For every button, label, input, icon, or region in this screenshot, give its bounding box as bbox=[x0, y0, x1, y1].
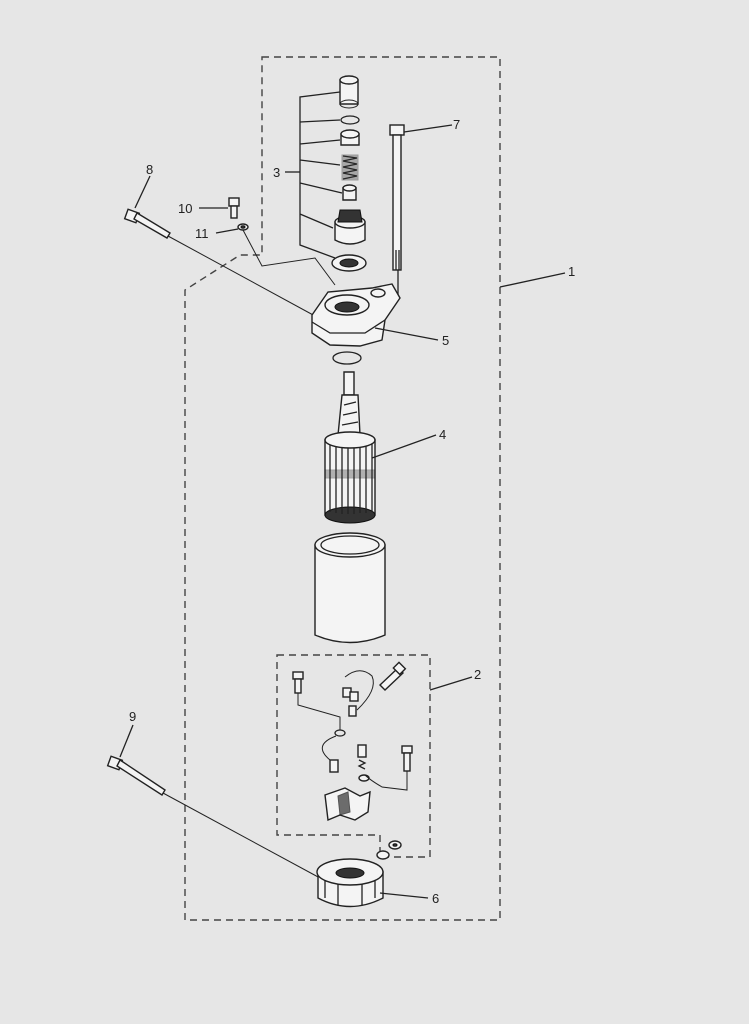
callout-label-9: 9 bbox=[129, 709, 136, 724]
assembly-boundary-1 bbox=[184, 56, 501, 921]
brush-kit-parts-2 bbox=[292, 661, 413, 860]
end-cap-6 bbox=[316, 858, 384, 908]
through-bolt-7 bbox=[389, 124, 405, 271]
callout-11-leader bbox=[215, 228, 239, 234]
callout-9-leader bbox=[119, 724, 134, 758]
callout-8-leader bbox=[134, 175, 151, 209]
callout-3-bracket bbox=[299, 91, 343, 259]
screw-9-axis-line bbox=[162, 792, 321, 879]
callout-label-8: 8 bbox=[146, 162, 153, 177]
callout-4-leader bbox=[371, 434, 437, 459]
callout-label-5: 5 bbox=[442, 333, 449, 348]
callout-label-4: 4 bbox=[439, 427, 446, 442]
callout-label-11: 11 bbox=[195, 226, 209, 241]
screw-10-axis-line bbox=[242, 229, 336, 286]
callout-7-leader bbox=[403, 124, 453, 133]
screw-9 bbox=[106, 755, 166, 796]
screw-8 bbox=[123, 208, 171, 239]
callout-6-leader bbox=[379, 892, 429, 899]
callout-5-leader bbox=[374, 327, 439, 341]
callout-1-leader bbox=[499, 272, 566, 288]
callout-label-3: 3 bbox=[273, 165, 280, 180]
callout-label-10: 10 bbox=[178, 201, 192, 216]
callout-label-7: 7 bbox=[453, 117, 460, 132]
pinion-stack-group-3 bbox=[331, 75, 367, 272]
screw-8-axis-line bbox=[167, 235, 316, 317]
armature-4 bbox=[324, 371, 376, 524]
callout-label-6: 6 bbox=[432, 891, 439, 906]
callout-label-1: 1 bbox=[568, 264, 575, 279]
drive-end-housing-5 bbox=[311, 283, 401, 347]
o-ring bbox=[332, 351, 362, 365]
brush-kit-boundary-2 bbox=[276, 654, 431, 858]
screw-10 bbox=[228, 197, 240, 219]
yoke-frame bbox=[314, 532, 386, 644]
callout-label-2: 2 bbox=[474, 667, 481, 682]
washer-11 bbox=[237, 223, 249, 231]
callout-2-leader bbox=[429, 676, 473, 691]
